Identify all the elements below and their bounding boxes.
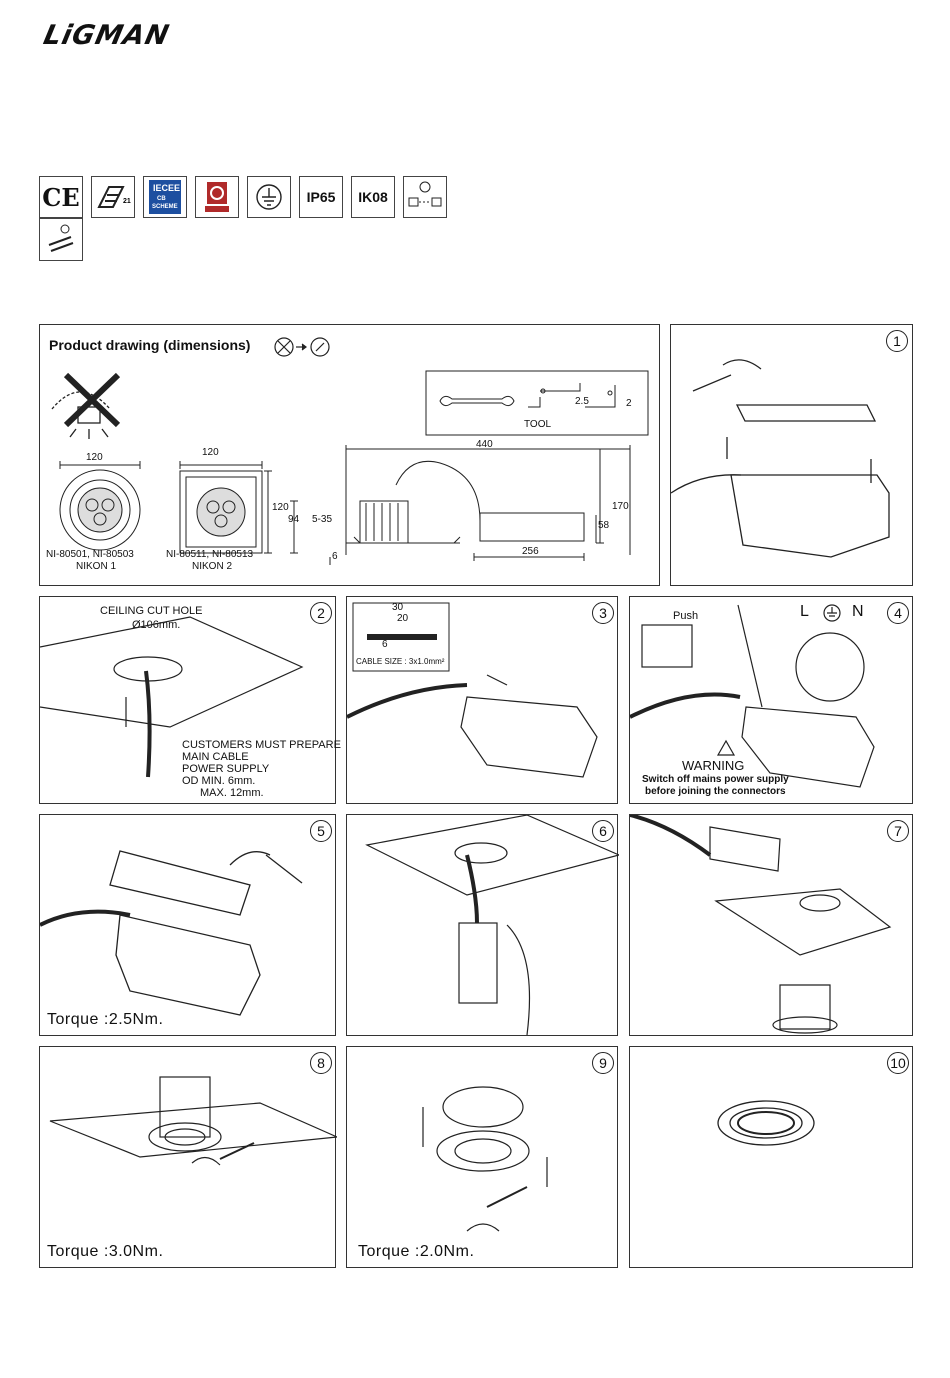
step-4-panel: 4 Push L N WARNING Switch off mains powe…	[629, 596, 913, 804]
customer-note-line-4: OD MIN. 6mm.	[182, 775, 256, 787]
square-model-name: NIKON 2	[192, 561, 233, 572]
svg-text:21: 21	[123, 198, 131, 205]
strip-dim-6: 6	[382, 639, 388, 650]
quality-mark-icon	[195, 176, 239, 218]
step-number: 2	[310, 602, 332, 624]
step-number: 5	[310, 820, 332, 842]
step-number: 9	[592, 1052, 614, 1074]
product-drawing-svg	[51, 337, 649, 565]
round-models: NI-80501, NI-80503	[46, 549, 134, 560]
neutral-label: N	[852, 603, 864, 620]
step-5-panel: 5 Torque :2.5Nm.	[39, 814, 336, 1036]
push-label: Push	[673, 610, 699, 622]
hex-size-2: 2	[626, 398, 632, 409]
step-10-panel: 10	[629, 1046, 913, 1268]
ceiling-thickness-dimension: 5-35	[312, 514, 333, 525]
ground-symbol-icon	[247, 176, 291, 218]
step-number: 10	[887, 1052, 909, 1074]
cut-hole-diameter: Ø106mm.	[132, 619, 181, 631]
tool-label: TOOL	[524, 419, 552, 430]
customer-note-line-3: POWER SUPPLY	[182, 763, 270, 775]
step-number: 4	[887, 602, 909, 624]
customer-note-line-2: MAIN CABLE	[182, 751, 249, 763]
ligman-logo: LiGMAN	[40, 20, 173, 51]
warning-line-1: Switch off mains power supply	[642, 774, 789, 785]
step-number: 3	[592, 602, 614, 624]
strip-dim-20: 20	[397, 613, 409, 624]
round-dimension: 120	[86, 452, 103, 463]
step-6-illustration	[365, 815, 619, 1036]
ce-mark-icon: CE	[39, 176, 83, 218]
enec-mark-icon: 21	[91, 176, 135, 218]
svg-text:CB: CB	[157, 196, 166, 202]
warning-title: WARNING	[682, 758, 745, 773]
customer-note-line-1: CUSTOMERS MUST PREPARE	[182, 739, 341, 751]
torque-label: Torque :2.0Nm.	[358, 1243, 475, 1260]
torque-label: Torque :3.0Nm.	[47, 1243, 164, 1260]
cable-size-label: CABLE SIZE : 3x1.0mm²	[356, 657, 445, 666]
connector-icon	[39, 218, 83, 261]
step-9-panel: 9 Torque :2.0Nm.	[346, 1046, 618, 1268]
step-6-panel: 6	[346, 814, 619, 1036]
cut-hole-title: CEILING CUT HOLE	[100, 605, 203, 617]
hex-size-1: 2.5	[575, 396, 589, 407]
box-height-dimension: 58	[598, 520, 610, 531]
customer-note-line-5: MAX. 12mm.	[200, 787, 264, 799]
svg-text:IECEE: IECEE	[153, 183, 180, 193]
square-models: NI-80511, NI-80513	[166, 549, 254, 560]
step-3-illustration	[347, 602, 598, 778]
step-10-illustration	[717, 1100, 815, 1146]
svg-text:SCHEME: SCHEME	[152, 204, 178, 210]
step-3-panel: 3 30 20 6 CABLE SIZE : 3x1.0mm²	[346, 596, 618, 804]
ip65-badge: IP65	[299, 176, 343, 218]
step-9-illustration	[422, 1086, 548, 1232]
step-1-panel: 1	[670, 324, 913, 586]
step-number: 7	[887, 820, 909, 842]
step-2-illustration	[40, 616, 304, 778]
flange-dimension: 6	[332, 551, 338, 562]
step-7-illustration	[630, 815, 892, 1034]
step-4-illustration	[630, 604, 875, 788]
step-2-panel: 2 CEILING CUT HOLE Ø106mm. CUSTOMERS MUS…	[39, 596, 341, 804]
step-7-panel: 7	[629, 814, 913, 1036]
square-dimension-width: 120	[202, 447, 219, 458]
voltage-icon	[403, 176, 447, 218]
step-number: 1	[886, 330, 908, 352]
strip-dim-30: 30	[392, 602, 404, 613]
torque-label: Torque :2.5Nm.	[47, 1011, 164, 1028]
box-length-dimension: 256	[522, 546, 539, 557]
depth-dimension: 94	[288, 514, 300, 525]
square-dimension-height: 120	[272, 502, 289, 513]
step-number: 6	[592, 820, 614, 842]
step-number: 8	[310, 1052, 332, 1074]
round-model-name: NIKON 1	[76, 561, 117, 572]
height-dimension: 170	[612, 501, 629, 512]
length-dimension: 440	[476, 439, 493, 450]
step-8-illustration	[49, 1076, 337, 1166]
step-1-illustration	[671, 359, 890, 558]
product-drawing-panel: Product drawing (dimensions)	[39, 324, 660, 586]
live-label: L	[800, 603, 809, 620]
drawing-title: Product drawing (dimensions)	[49, 337, 251, 353]
ik08-badge: IK08	[351, 176, 395, 218]
step-5-illustration	[40, 850, 303, 1016]
iecee-cb-icon: IECEE CB SCHEME	[143, 176, 187, 218]
warning-line-2: before joining the connectors	[645, 786, 786, 797]
step-8-panel: 8 Torque :3.0Nm.	[39, 1046, 337, 1268]
